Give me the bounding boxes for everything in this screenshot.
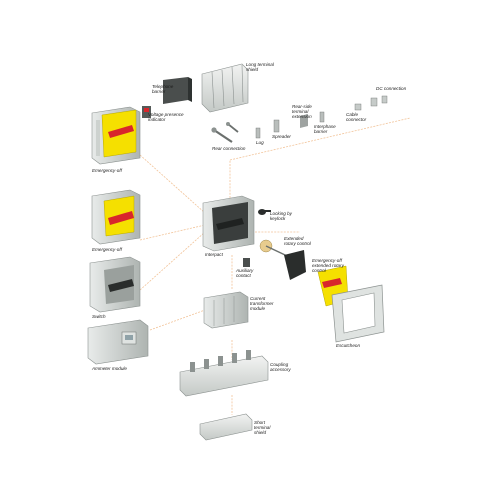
- label-voltage-presence-indicator: Voltage presence indicator: [148, 112, 184, 123]
- label-short-terminal-shield: Short terminal shield: [254, 420, 271, 436]
- label-ammeter-module: Ammeter module: [92, 366, 127, 371]
- label-extended-rotary-control: Extended rotary control: [284, 236, 311, 247]
- long-terminal-shield-part: [201, 63, 249, 113]
- label-current-transformer-module: Current transformer module: [250, 296, 274, 312]
- rear-side-terminal-part: [319, 111, 325, 123]
- escutcheon-part: [331, 284, 385, 343]
- base-unit: [202, 195, 255, 252]
- label-cable-connector: Cable connector: [346, 112, 367, 123]
- extended-rotary-control-part: [259, 239, 306, 280]
- label-lug: Lug: [256, 140, 264, 145]
- short-terminal-shield-part: [199, 413, 253, 441]
- keylock-part: [258, 209, 271, 215]
- label-rear-connection: Rear connection: [212, 146, 246, 151]
- label-switch: Switch: [92, 314, 106, 319]
- current-transformer-module-part: [203, 291, 249, 329]
- emergency-off-unit-1: [91, 106, 141, 165]
- cable-connector-part: [354, 103, 362, 111]
- label-base-unit: Interpact: [205, 252, 223, 257]
- auxiliary-contact-part: [243, 258, 250, 267]
- label-emergency-off-1: Emergency-off: [92, 168, 122, 173]
- label-interphase-barrier: Interphase barrier: [314, 124, 336, 135]
- label-escutcheon: Escutcheon: [336, 343, 361, 348]
- lug-part: [255, 127, 261, 139]
- switch-unit: [89, 256, 141, 313]
- dc-connection-part: [370, 95, 388, 107]
- label-rear-side-terminal: Rear-side terminal extension: [292, 104, 312, 120]
- label-dc-connection: DC connection: [376, 86, 407, 91]
- label-spreader: Spreader: [272, 134, 291, 139]
- label-locking-by-keylock: Locking by keylock: [270, 211, 292, 222]
- emergency-off-unit-2: [91, 189, 141, 245]
- label-long-terminal-shield: Long terminal shield: [246, 62, 274, 73]
- voltage-indicator-part: [142, 106, 151, 118]
- interphase-barrier-part: [300, 114, 308, 128]
- label-emergency-off-2: Emergency-off: [92, 247, 122, 252]
- ammeter-module-unit: [87, 319, 149, 365]
- label-coupling-accessory: Coupling accessory: [270, 362, 291, 373]
- coupling-accessory-part: [179, 350, 269, 397]
- label-auxiliary-contact: Auxiliary contact: [236, 268, 254, 279]
- telephone-barrier-part: [163, 77, 192, 104]
- label-emergency-off-extended-rotary: Emergency-off extended rotary control: [312, 258, 344, 274]
- rear-connection-part: [211, 122, 239, 143]
- spreader-part: [273, 119, 280, 133]
- label-telephone-barrier: Telephone barrier: [152, 84, 174, 95]
